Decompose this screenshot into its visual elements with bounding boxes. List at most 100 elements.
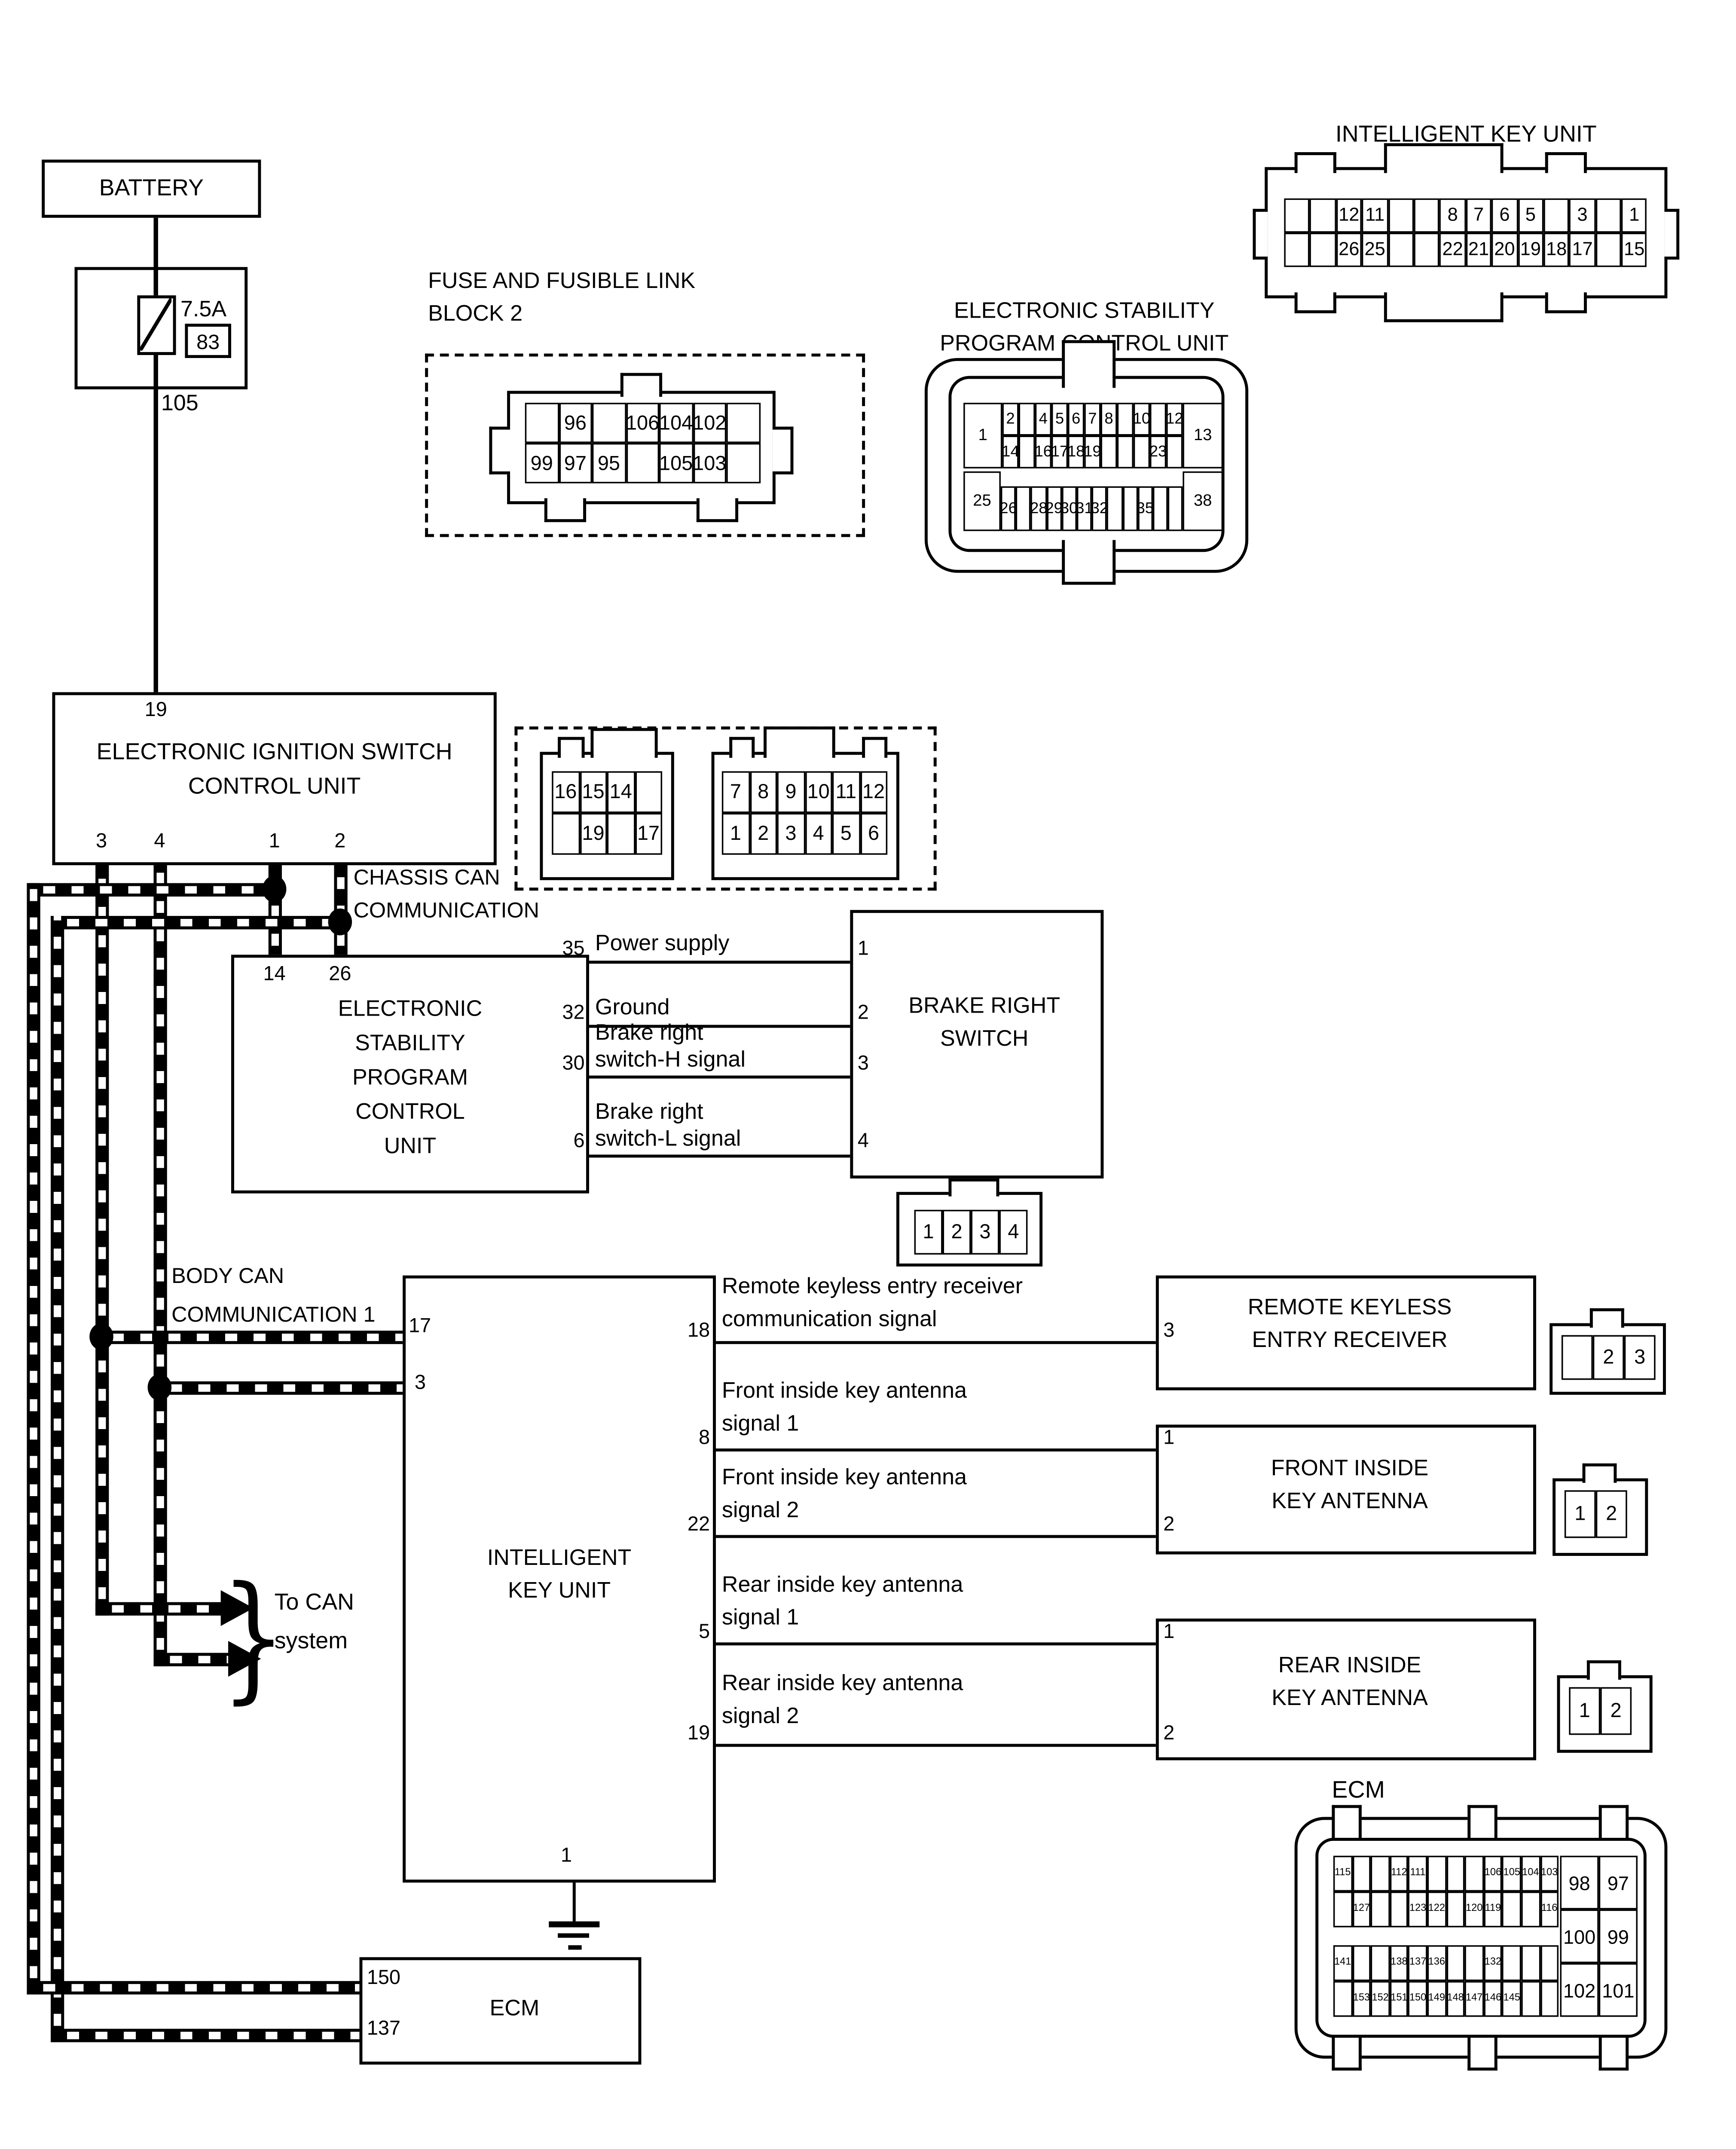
pin-cell-empty xyxy=(1502,1945,1521,1981)
pin-cell-2: 2 xyxy=(942,1209,971,1255)
esp-connector-tab-b xyxy=(1062,540,1116,585)
rear-title-2: KEY ANTENNA xyxy=(1271,1686,1428,1711)
pin-cell-empty xyxy=(1464,1855,1484,1892)
esp-pin-6: 6 xyxy=(573,1129,585,1152)
battery-label: BATTERY xyxy=(99,175,204,201)
brake-pin-4: 4 xyxy=(857,1129,869,1152)
wire-power-supply xyxy=(589,961,850,964)
pin-cell-2: 2 xyxy=(1600,1687,1632,1735)
pin-cell-153: 153 xyxy=(1352,1981,1371,2017)
rear-pin-1: 1 xyxy=(1163,1620,1175,1643)
esp-connector-title-1: ELECTRONIC STABILITY xyxy=(954,298,1215,324)
rear-pin-2: 2 xyxy=(1163,1721,1175,1744)
pin-cell-152: 152 xyxy=(1371,1981,1390,2017)
pin-cell-empty xyxy=(1100,435,1117,468)
pin-cell-empty xyxy=(634,771,663,813)
esp-pin-35: 35 xyxy=(562,937,585,959)
pin-cell-3: 3 xyxy=(1569,198,1595,233)
chassis-can-label-2: COMMUNICATION xyxy=(353,899,540,924)
receiver-pin-3: 3 xyxy=(1163,1319,1175,1341)
pin-cell-35: 35 xyxy=(1137,486,1154,531)
pin-cell-empty xyxy=(1502,1891,1521,1928)
pin-cell-empty xyxy=(1521,1891,1540,1928)
ecm-tab-b3 xyxy=(1598,2032,1629,2071)
fuse-block-title-2: BLOCK 2 xyxy=(428,301,523,327)
ecm-tab-b2 xyxy=(1467,2032,1498,2071)
ground-bar-3 xyxy=(568,1945,582,1950)
pin-cell-empty xyxy=(1540,1945,1559,1981)
pin-cell-23: 23 xyxy=(1149,435,1167,468)
pin-cell-17: 17 xyxy=(1569,233,1595,267)
pin-cell-105: 105 xyxy=(659,443,693,484)
pin-cell-102: 102 xyxy=(693,403,726,443)
ecm-pin-150: 150 xyxy=(367,1966,401,1989)
esp-connector-tab-t xyxy=(1062,340,1116,388)
fuse-connector-tab-r xyxy=(772,426,794,474)
pin-cell-97: 97 xyxy=(1598,1855,1638,1910)
signal-front1-2: signal 1 xyxy=(721,1411,799,1437)
arrow-to-can-2 xyxy=(228,1641,261,1677)
pin-cell-17: 17 xyxy=(634,813,663,855)
pin-cell-12: 12 xyxy=(859,771,888,813)
esp-connector-pin13: 13 xyxy=(1183,403,1223,468)
iku-connector-tab-right xyxy=(1664,208,1680,260)
pin-cell-empty xyxy=(626,443,660,484)
ignition-pin-4: 4 xyxy=(154,829,165,852)
pin-cell-19: 19 xyxy=(1517,233,1543,267)
pin-cell-empty xyxy=(1018,435,1035,468)
pin-cell-98: 98 xyxy=(1560,1855,1599,1910)
pin-cell-empty xyxy=(1168,486,1183,531)
pin-cell-97: 97 xyxy=(558,443,592,484)
pin-cell-empty xyxy=(1122,486,1138,531)
mid-left-tab-2 xyxy=(590,728,658,758)
junction-dot-pin2 xyxy=(328,908,352,936)
pin-cell-empty xyxy=(1543,198,1570,233)
junction-dot-pin1 xyxy=(262,876,287,903)
pin-cell-empty xyxy=(1521,1981,1540,2017)
rear-title-1: REAR INSIDE xyxy=(1278,1653,1421,1678)
pin-cell-106: 106 xyxy=(626,403,659,443)
pin-cell-empty xyxy=(1166,435,1183,468)
wire-rear-ant-2 xyxy=(715,1744,1156,1747)
pin-cell-138: 138 xyxy=(1390,1945,1409,1981)
pin-cell-5: 5 xyxy=(1051,403,1068,436)
ignition-top-pin: 19 xyxy=(144,698,167,721)
wire-to-can-1 xyxy=(95,1601,224,1615)
pin-cell-29: 29 xyxy=(1045,486,1063,531)
esp-pin-14: 14 xyxy=(263,962,286,985)
brake-pin-2: 2 xyxy=(857,1001,869,1023)
wire-to-can-2 xyxy=(153,1652,231,1666)
junction-dot-body1 xyxy=(89,1323,113,1350)
pin-cell-18: 18 xyxy=(1543,233,1570,267)
pin-cell-empty xyxy=(1388,198,1414,233)
mid-right-tab-3 xyxy=(862,737,888,758)
ignition-pin-1: 1 xyxy=(269,829,280,852)
pin-cell-4: 4 xyxy=(999,1209,1028,1255)
pin-cell-19: 19 xyxy=(1084,435,1101,468)
receiver-box xyxy=(1155,1275,1536,1390)
pin-cell-empty xyxy=(525,403,559,443)
pin-cell-empty xyxy=(1016,486,1031,531)
ignition-pin-2: 2 xyxy=(334,829,346,852)
pin-cell-136: 136 xyxy=(1427,1945,1446,1981)
signal-front2-2: signal 2 xyxy=(721,1497,799,1523)
ecm-tab-t3 xyxy=(1598,1805,1629,1844)
pin-cell-empty xyxy=(1133,435,1150,468)
wire-rear-ant-1 xyxy=(715,1642,1156,1646)
brake-title-1: BRAKE RIGHT xyxy=(908,993,1061,1019)
pin-cell-99: 99 xyxy=(1598,1909,1638,1963)
battery-box: BATTERY xyxy=(42,159,261,218)
pin-cell-14: 14 xyxy=(1002,435,1019,468)
pin-cell-8: 8 xyxy=(1440,198,1466,233)
pin-cell-111: 111 xyxy=(1408,1855,1427,1892)
pin-cell-empty xyxy=(1414,198,1440,233)
